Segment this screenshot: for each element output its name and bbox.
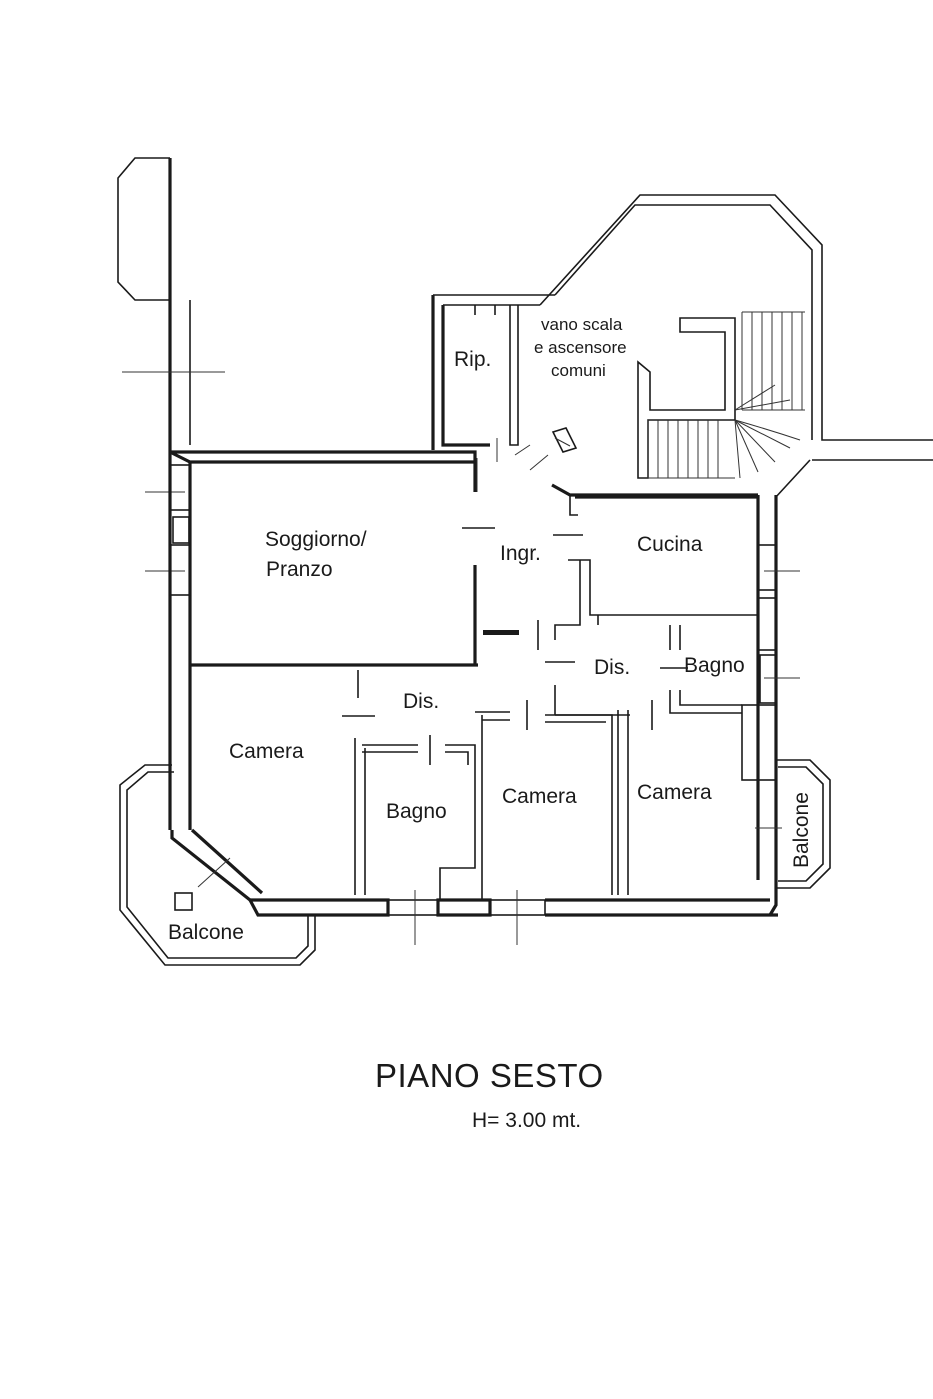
label-bagno-center: Bagno (386, 800, 447, 823)
height-note: H= 3.00 mt. (472, 1109, 581, 1132)
label-vano-scala-3: comuni (551, 361, 606, 380)
label-balcone-right: Balcone (790, 792, 813, 868)
label-camera-right: Camera (637, 781, 712, 804)
outer-walls (168, 450, 800, 945)
label-camera-center: Camera (502, 785, 577, 808)
label-rip: Rip. (454, 348, 491, 371)
label-dis-left: Dis. (403, 690, 439, 713)
label-bagno-right: Bagno (684, 654, 745, 677)
interior-walls (190, 462, 758, 900)
label-balcone-left: Balcone (168, 921, 244, 944)
label-cucina: Cucina (637, 533, 703, 556)
balcone-right-outline (776, 759, 831, 889)
left-ticks (122, 371, 225, 572)
plan-title: PIANO SESTO (375, 1057, 604, 1094)
balcone-left-outline (119, 764, 316, 966)
rip-and-stair-walls (431, 194, 933, 499)
label-ingresso: Ingr. (500, 542, 541, 565)
label-vano-scala-1: vano scala (541, 315, 623, 334)
label-dis-right: Dis. (594, 656, 630, 679)
room-labels: Rip. vano scala e ascensore comuni Soggi… (168, 315, 813, 944)
title-block: PIANO SESTO H= 3.00 mt. (375, 1057, 604, 1132)
label-soggiorno-2: Pranzo (266, 558, 333, 581)
label-vano-scala-2: e ascensore (534, 338, 627, 357)
stair-treads (647, 311, 805, 479)
label-soggiorno-1: Soggiorno/ (265, 528, 367, 551)
upper-left-projection (117, 157, 191, 455)
label-camera-left: Camera (229, 740, 304, 763)
